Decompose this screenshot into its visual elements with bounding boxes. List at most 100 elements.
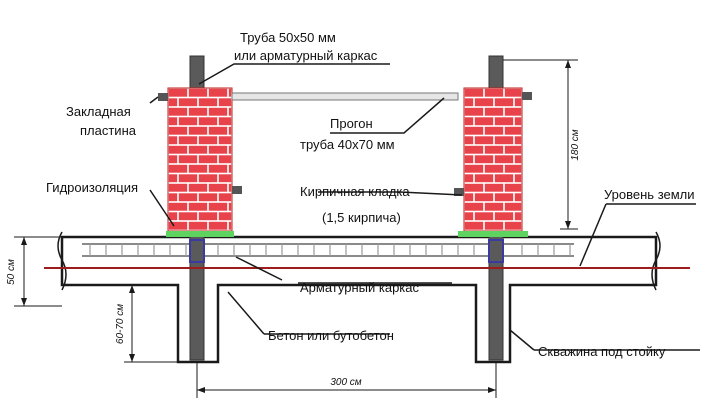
brick: [474, 136, 494, 145]
brick: [168, 202, 188, 211]
brick: [464, 117, 474, 126]
brick: [168, 98, 178, 107]
break-mark-left: [57, 231, 67, 291]
ground-level-label: Уровень земли: [604, 187, 695, 202]
well-label: Скважина под стойку: [538, 344, 666, 359]
waterproofing-label: Гидроизоляция: [46, 180, 138, 195]
brick: [198, 193, 218, 202]
brick: [178, 136, 198, 145]
dimension-arrows: [21, 60, 571, 393]
brick: [208, 145, 228, 154]
dim-post-spacing: 300 см: [330, 377, 361, 388]
purlin-pipe: [231, 92, 459, 101]
brickwork-label-line1: Кирпичная кладка: [300, 184, 410, 199]
dimension-lines: [14, 59, 578, 398]
brick: [208, 126, 228, 135]
brick: [178, 212, 198, 221]
brick-pillar-right: [463, 87, 523, 232]
brick: [168, 221, 188, 230]
brickwork-label-line2: (1,5 кирпича): [322, 210, 401, 225]
brick: [494, 174, 514, 183]
brick: [514, 155, 522, 164]
brick: [464, 136, 474, 145]
concrete-label: Бетон или бутобетон: [268, 328, 394, 343]
brick: [514, 136, 522, 145]
waterproofing-left: [166, 231, 234, 237]
purlin-label-line1: Прогон: [330, 116, 373, 131]
brick: [464, 221, 484, 230]
brick: [168, 155, 178, 164]
brick: [208, 183, 228, 192]
brick: [494, 117, 514, 126]
brick: [168, 164, 188, 173]
brick: [168, 212, 178, 221]
brick: [168, 145, 188, 154]
brick: [218, 174, 232, 183]
brick: [168, 193, 178, 202]
brick: [474, 155, 494, 164]
brick: [484, 107, 504, 116]
brick: [464, 88, 484, 97]
brick: [474, 212, 494, 221]
brick: [484, 88, 504, 97]
brick: [484, 202, 504, 211]
brick: [178, 193, 198, 202]
pipe-label-line1: Труба 50х50 мм: [240, 30, 336, 45]
brick: [188, 164, 208, 173]
brick: [168, 107, 188, 116]
brick: [464, 183, 484, 192]
brick: [464, 98, 474, 107]
rebar-cage-label: Арматурный каркас: [300, 280, 419, 295]
brick: [218, 98, 232, 107]
brick: [178, 155, 198, 164]
brick: [504, 221, 522, 230]
brick: [188, 221, 208, 230]
brick: [218, 117, 232, 126]
brick: [208, 202, 228, 211]
brick: [228, 88, 232, 97]
brick: [188, 126, 208, 135]
brick: [464, 174, 474, 183]
brick: [208, 88, 228, 97]
brick: [188, 107, 208, 116]
brick: [228, 145, 232, 154]
brick: [198, 98, 218, 107]
brick: [514, 98, 522, 107]
brick: [178, 98, 198, 107]
brick: [474, 193, 494, 202]
brick: [474, 174, 494, 183]
brick: [514, 117, 522, 126]
dim-post-height: 180 см: [570, 129, 581, 160]
brick: [464, 145, 484, 154]
brick: [178, 174, 198, 183]
brick: [198, 212, 218, 221]
purlin-label-line2: труба 40х70 мм: [300, 137, 395, 152]
brick: [474, 117, 494, 126]
brick: [514, 193, 522, 202]
brick: [168, 88, 188, 97]
brick: [504, 88, 522, 97]
brick: [494, 136, 514, 145]
brick: [218, 193, 232, 202]
brick: [504, 126, 522, 135]
brick: [514, 174, 522, 183]
brick: [464, 202, 484, 211]
brick: [228, 164, 232, 173]
brick: [168, 136, 178, 145]
brick: [228, 202, 232, 211]
brick: [218, 155, 232, 164]
brick: [484, 164, 504, 173]
brick: [188, 88, 208, 97]
brick: [188, 183, 208, 192]
embedded-plate-left-mid: [232, 186, 242, 194]
embedded-plate-left-top: [158, 93, 168, 101]
brick: [168, 183, 188, 192]
brick: [228, 126, 232, 135]
rebar-joint-right: [488, 239, 504, 263]
brick: [484, 126, 504, 135]
brick: [188, 145, 208, 154]
brick: [198, 136, 218, 145]
brick: [464, 193, 474, 202]
brick: [464, 164, 484, 173]
